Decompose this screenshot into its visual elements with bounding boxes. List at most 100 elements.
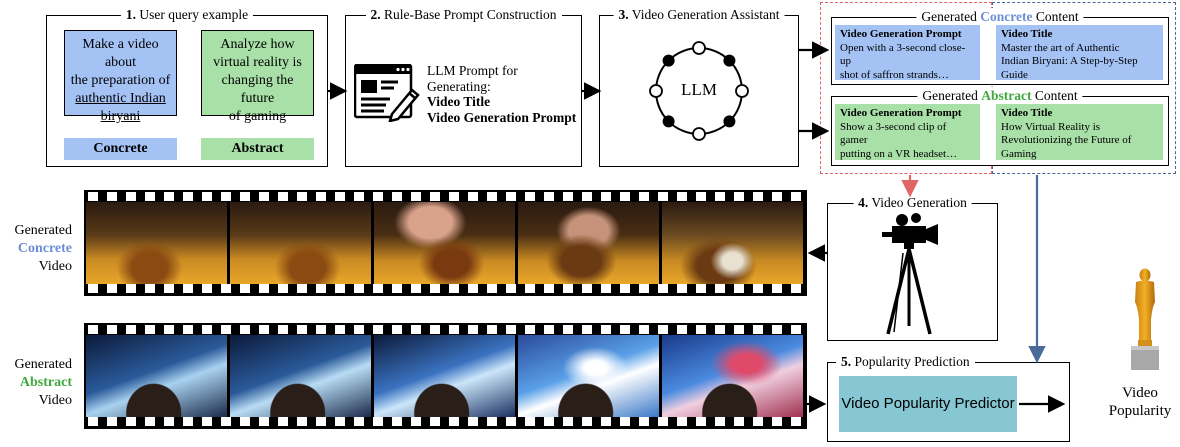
prompt-construction-text: LLM Prompt for Generating: Video Title V… <box>427 63 577 125</box>
abstract-content-title: Generated Abstract Content <box>917 87 1083 105</box>
sprocket-hole <box>354 284 364 293</box>
sprocket-hole <box>430 192 440 201</box>
concrete-frame-5 <box>662 202 803 284</box>
sprocket-hole <box>392 325 402 334</box>
abstract-frame-5 <box>662 335 803 417</box>
sprocket-hole <box>297 192 307 201</box>
sprocket-hole <box>316 325 326 334</box>
sprocket-hole <box>411 192 421 201</box>
sprocket-hole <box>563 192 573 201</box>
sprocket-hole <box>259 192 269 201</box>
sprocket-hole <box>544 192 554 201</box>
sprocket-hole <box>582 417 592 426</box>
sprocket-hole <box>335 284 345 293</box>
film-holes-bottom <box>88 284 807 294</box>
concrete-frame-2 <box>230 202 371 284</box>
sprocket-hole <box>202 192 212 201</box>
sprocket-hole <box>316 192 326 201</box>
sprocket-hole <box>639 325 649 334</box>
sprocket-hole <box>449 284 459 293</box>
sprocket-hole <box>202 325 212 334</box>
concrete-query-bubble: Make a video about the preparation of au… <box>64 30 177 124</box>
sprocket-hole <box>506 192 516 201</box>
concrete-content-title: Generated Concrete Content <box>916 8 1084 26</box>
sprocket-hole <box>164 417 174 426</box>
panel-user-query-title: 1. User query example <box>120 6 254 24</box>
sprocket-hole <box>696 192 706 201</box>
sprocket-hole <box>506 325 516 334</box>
sprocket-hole <box>449 417 459 426</box>
sprocket-hole <box>449 192 459 201</box>
sprocket-hole <box>183 284 193 293</box>
sprocket-hole <box>677 417 687 426</box>
sprocket-hole <box>202 417 212 426</box>
sprocket-hole <box>696 325 706 334</box>
sprocket-hole <box>278 284 288 293</box>
sprocket-hole <box>563 417 573 426</box>
sprocket-hole <box>734 284 744 293</box>
sprocket-hole <box>145 417 155 426</box>
sprocket-hole <box>411 325 421 334</box>
concrete-video-label: Generated Concrete Video <box>14 223 72 274</box>
concrete-frame-4 <box>518 202 659 284</box>
sprocket-hole <box>335 417 345 426</box>
sprocket-hole <box>183 325 193 334</box>
panel-video-assistant-title: 3. Video Generation Assistant <box>613 6 785 24</box>
sprocket-hole <box>297 417 307 426</box>
sprocket-hole <box>278 192 288 201</box>
sprocket-hole <box>487 284 497 293</box>
sprocket-hole <box>487 417 497 426</box>
sprocket-hole <box>715 192 725 201</box>
sprocket-hole <box>715 417 725 426</box>
sprocket-hole <box>658 192 668 201</box>
sprocket-hole <box>297 284 307 293</box>
sprocket-hole <box>221 192 231 201</box>
sprocket-hole <box>278 325 288 334</box>
sprocket-hole <box>468 192 478 201</box>
sprocket-hole <box>696 284 706 293</box>
sprocket-hole <box>715 284 725 293</box>
sprocket-hole <box>259 325 269 334</box>
sprocket-hole <box>468 284 478 293</box>
panel-popularity-prediction-title: 5. Popularity Prediction <box>836 353 975 371</box>
sprocket-hole <box>525 417 535 426</box>
sprocket-hole <box>183 192 193 201</box>
sprocket-hole <box>677 284 687 293</box>
concrete-title-card: Video Title Master the art of Authentic … <box>996 25 1163 81</box>
sprocket-hole <box>639 284 649 293</box>
sprocket-hole <box>430 325 440 334</box>
sprocket-hole <box>259 284 269 293</box>
abstract-title-card: Video Title How Virtual Reality is Revol… <box>996 104 1163 160</box>
sprocket-hole <box>677 192 687 201</box>
sprocket-hole <box>240 325 250 334</box>
sprocket-hole <box>107 192 117 201</box>
sprocket-hole <box>772 325 782 334</box>
panel-video-assistant: 3. Video Generation Assistant <box>599 6 799 167</box>
sprocket-hole <box>335 325 345 334</box>
sprocket-hole <box>430 284 440 293</box>
llm-node-ring-icon <box>646 38 752 144</box>
concrete-frame-3 <box>374 202 515 284</box>
panel-video-generation-title: 4. Video Generation <box>853 194 972 212</box>
sprocket-hole <box>354 325 364 334</box>
sprocket-hole <box>107 284 117 293</box>
sprocket-hole <box>544 325 554 334</box>
video-popularity-label: Video Popularity <box>1108 385 1172 419</box>
sprocket-hole <box>354 417 364 426</box>
sprocket-hole <box>772 284 782 293</box>
sprocket-hole <box>107 417 117 426</box>
trophy-statue-icon <box>1125 268 1165 372</box>
sprocket-hole <box>316 284 326 293</box>
sprocket-hole <box>373 192 383 201</box>
sprocket-hole <box>753 284 763 293</box>
document-pen-icon <box>353 63 420 123</box>
sprocket-hole <box>88 417 98 426</box>
sprocket-hole <box>354 192 364 201</box>
concrete-prompt-card: Video Generation Prompt Open with a 3-se… <box>835 25 980 81</box>
sprocket-hole <box>620 284 630 293</box>
abstract-prompt-card: Video Generation Prompt Show a 3-second … <box>835 104 980 160</box>
sprocket-hole <box>88 284 98 293</box>
sprocket-hole <box>411 417 421 426</box>
sprocket-hole <box>639 417 649 426</box>
sprocket-hole <box>525 325 535 334</box>
